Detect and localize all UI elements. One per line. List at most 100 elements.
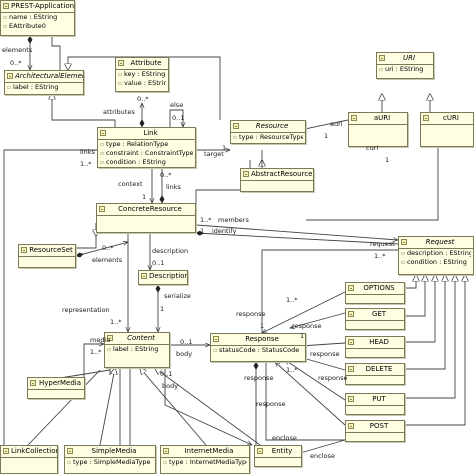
class-name: cURI <box>443 114 459 122</box>
multiplicity-label: 1 <box>324 132 329 140</box>
class-attribute: statusCode : StatusCode <box>213 346 303 355</box>
class-get[interactable]: GET <box>345 308 405 330</box>
class-icon <box>100 130 106 136</box>
multiplicity-label: 1..* <box>110 318 122 326</box>
class-attribute[interactable]: Attribute key : EString value : EString <box>115 57 169 92</box>
class-name: LinkCollection <box>11 447 57 455</box>
role-label: body <box>176 350 193 358</box>
role-label: representation <box>62 306 110 314</box>
multiplicity-label: 1 <box>200 227 205 235</box>
class-delete[interactable]: DELETE <box>345 363 405 385</box>
role-label: elements <box>92 256 123 264</box>
class-hypermedia[interactable]: HyperMedia <box>27 377 85 399</box>
class-name: HyperMedia <box>38 379 82 387</box>
class-post[interactable]: POST <box>345 420 405 442</box>
multiplicity-label: 0..1 <box>152 259 165 267</box>
class-attribute: uri : EString <box>379 65 431 74</box>
class-icon <box>3 3 9 9</box>
role-label: response <box>244 374 274 382</box>
class-icon <box>257 448 263 454</box>
role-label: response <box>310 350 340 358</box>
class-name: Description <box>149 272 187 280</box>
class-icon <box>213 336 219 342</box>
class-resource-set[interactable]: ResourceSet <box>18 244 76 268</box>
multiplicity-label: 1 <box>160 305 165 313</box>
class-head[interactable]: HEAD <box>345 336 405 358</box>
class-name: GET <box>371 310 387 318</box>
class-description[interactable]: Description <box>138 270 188 285</box>
class-uri[interactable]: URI uri : EString <box>376 52 434 79</box>
multiplicity-label: 0..* <box>160 171 172 179</box>
class-response[interactable]: Response statusCode : StatusCode <box>210 333 306 362</box>
class-attribute: key : EString <box>118 70 166 79</box>
class-name: AbstractResource <box>251 170 313 178</box>
class-name: URI <box>402 54 416 62</box>
class-icon <box>233 123 239 129</box>
class-name: Resource <box>255 122 289 130</box>
class-icon <box>163 448 169 454</box>
class-icon <box>348 396 354 402</box>
class-name: DELETE <box>365 365 393 373</box>
class-put[interactable]: PUT <box>345 393 405 415</box>
class-internet-media[interactable]: InternetMedia type : InternetMediaType <box>160 445 250 474</box>
class-icon <box>21 247 27 253</box>
class-icon <box>99 206 105 212</box>
role-label: request <box>370 240 395 248</box>
class-architectural-elements[interactable]: ArchitecturalElements label : EString <box>4 70 84 95</box>
role-label: enclose <box>310 452 335 460</box>
role-label: target <box>204 150 224 158</box>
class-icon <box>348 366 354 372</box>
multiplicity-label: 0..1 <box>172 114 185 122</box>
class-icon <box>348 285 354 291</box>
class-name: OPTIONS <box>363 284 395 292</box>
class-icon <box>118 60 124 66</box>
class-content[interactable]: Content label : EString <box>104 332 170 368</box>
class-link-collection[interactable]: LinkCollection <box>0 445 58 474</box>
class-concrete-resource[interactable]: ConcreteResource <box>96 203 196 233</box>
class-icon <box>30 380 36 386</box>
class-simple-media[interactable]: SimpleMedia type : SimpleMediaType <box>64 445 156 474</box>
class-auri[interactable]: aURI <box>348 112 408 147</box>
class-attribute: type : SimpleMediaType <box>67 458 153 467</box>
multiplicity-label: 1..* <box>286 296 298 304</box>
role-label: response <box>256 400 286 408</box>
class-request[interactable]: Request description : EString condition … <box>398 236 474 275</box>
class-name: Link <box>143 129 158 137</box>
multiplicity-label: 0..* <box>102 244 114 252</box>
role-label: links <box>166 183 181 191</box>
role-label: auri <box>330 120 343 128</box>
class-icon <box>243 171 249 177</box>
role-label: body <box>162 382 179 390</box>
multiplicity-label: 1..* <box>200 216 212 224</box>
class-icon <box>3 448 9 454</box>
class-name: HEAD <box>369 338 389 346</box>
class-entity[interactable]: Entity <box>254 445 302 467</box>
class-icon <box>141 273 147 279</box>
class-icon <box>351 115 357 121</box>
class-abstract-resource[interactable]: AbstractResource <box>240 168 314 192</box>
class-name: Response <box>245 335 279 343</box>
class-prest-application[interactable]: PREST-Application name : EString EAttrib… <box>0 0 75 36</box>
class-attribute: label : EString <box>107 345 167 354</box>
class-attribute: type : RelationType <box>100 140 193 149</box>
class-resource[interactable]: Resource type : ResourceType <box>230 120 306 144</box>
class-attribute: constraint : ConstraintType <box>100 149 193 158</box>
class-name: ConcreteResource <box>118 205 182 213</box>
class-attribute: condition : EString <box>100 158 193 167</box>
class-attribute: condition : EString <box>401 258 471 267</box>
class-options[interactable]: OPTIONS <box>345 282 405 304</box>
multiplicity-label: 1 <box>385 156 390 164</box>
role-label: else <box>170 101 184 109</box>
class-link[interactable]: Link type : RelationType constraint : Co… <box>97 127 196 168</box>
class-name: Content <box>127 334 155 342</box>
role-label: media <box>90 336 111 344</box>
multiplicity-label: 0..1 <box>180 338 193 346</box>
role-label: response <box>318 374 348 382</box>
class-name: Request <box>425 238 455 246</box>
class-curi[interactable]: cURI <box>420 112 474 147</box>
role-label: description <box>152 247 189 255</box>
class-name: ArchitecturalElements <box>15 72 83 80</box>
role-label: serialize <box>164 292 191 300</box>
class-icon <box>348 423 354 429</box>
